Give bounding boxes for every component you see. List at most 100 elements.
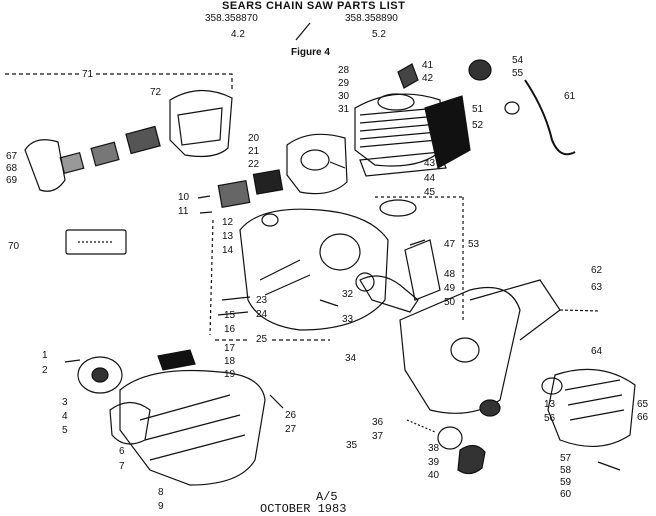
callout-30: 30: [338, 91, 350, 102]
spark-plug: [397, 63, 419, 89]
callout-59: 59: [560, 477, 572, 488]
callout-68: 68: [6, 163, 18, 174]
chain-bar-mount: [469, 279, 561, 341]
document-date: OCTOBER 1983: [260, 502, 347, 516]
callout-2: 2: [42, 365, 48, 376]
cylinder-head: [377, 93, 415, 111]
screw-46: [409, 239, 426, 246]
filter-element-1: [125, 125, 161, 155]
model-left-version: 4.2: [231, 29, 245, 40]
filter-element-2: [90, 141, 120, 167]
callout-25: 25: [256, 334, 268, 345]
starter-housing: [119, 369, 266, 486]
spring-cap: [468, 59, 492, 81]
page-number: A/5: [316, 490, 338, 504]
starter-spring-cover: [109, 401, 151, 445]
carb-cover: [286, 133, 348, 195]
front-handle-guard: [24, 139, 66, 192]
callout-5: 5: [62, 425, 68, 436]
callout-42: 42: [422, 73, 434, 84]
callout-24: 24: [256, 309, 268, 320]
callout-16: 16: [224, 324, 236, 335]
bolt-62: [559, 309, 601, 312]
callout-50: 50: [444, 297, 456, 308]
throttle-cable: [524, 79, 576, 156]
callout-13: 13: [222, 231, 234, 242]
starter-grip: [157, 349, 196, 371]
carb-screen: [217, 180, 251, 208]
callout-63: 63: [591, 282, 603, 293]
callout-23: 23: [256, 295, 268, 306]
muffler: [424, 95, 471, 169]
clutch-drum: [457, 444, 486, 475]
screw-1: [64, 359, 81, 363]
callout-15: 15: [224, 310, 236, 321]
callout-70: 70: [8, 241, 20, 252]
crankshaft: [359, 275, 419, 313]
callout-31: 31: [338, 104, 350, 115]
callout-45: 45: [424, 187, 436, 198]
carb-cover-vent: [300, 149, 330, 171]
flywheel-housing: [547, 368, 636, 448]
callout-58: 58: [560, 465, 572, 476]
callout-10: 10: [178, 192, 190, 203]
callout-48: 48: [444, 269, 456, 280]
callout-3: 3: [62, 397, 68, 408]
callout-44: 44: [424, 173, 436, 184]
main-housing: [239, 208, 389, 331]
callout-67: 67: [6, 151, 18, 162]
callout-8: 8: [158, 487, 164, 498]
callout-20: 20: [248, 133, 260, 144]
decal-plate: [65, 229, 127, 255]
screw-33: [319, 299, 339, 307]
callout-52: 52: [472, 120, 484, 131]
callout-22: 22: [248, 159, 260, 170]
spring-36: [406, 419, 436, 433]
callout-35: 35: [346, 440, 358, 451]
callout-54: 54: [512, 55, 524, 66]
callout-56: 56: [544, 413, 556, 424]
callout-72: 72: [150, 87, 162, 98]
cylinder-gasket: [359, 151, 447, 177]
callout-65: 65: [637, 399, 649, 410]
bearing-seal-56: [541, 377, 563, 395]
pin-15: [217, 311, 249, 316]
right-crankcase: [399, 286, 521, 414]
clutch-washer: [437, 426, 463, 450]
flywheel-fins: [564, 379, 625, 421]
callout-34: 34: [345, 353, 357, 364]
callout-36: 36: [372, 417, 384, 428]
bracket-vertical-left: [209, 219, 214, 336]
callout-51: 51: [472, 104, 484, 115]
callout-53: 53: [468, 239, 480, 250]
callout-33: 33: [342, 314, 354, 325]
callout-14: 14: [222, 245, 234, 256]
parts-list-title: SEARS CHAIN SAW PARTS LIST: [222, 0, 406, 12]
callout-12: 12: [222, 217, 234, 228]
callout-19: 19: [224, 369, 236, 380]
crankcase-bore: [450, 337, 480, 363]
callout-13-right: 13: [544, 399, 556, 410]
callout-41: 41: [422, 60, 434, 71]
callout-32: 32: [342, 289, 354, 300]
bearing-seal-13: [261, 213, 279, 227]
air-filter-cover-inner: [177, 107, 223, 146]
starter-pulley-hub: [91, 367, 109, 383]
screw-11: [199, 211, 213, 214]
piston-ring: [379, 199, 417, 217]
callout-11: 11: [178, 206, 189, 217]
model-right-version: 5.2: [372, 29, 386, 40]
callout-1: 1: [42, 350, 48, 361]
header-slash: [295, 22, 311, 41]
model-right-number: 358.358890: [345, 13, 398, 24]
screw-53: [329, 161, 346, 169]
callout-4: 4: [62, 411, 68, 422]
starter-pulley: [77, 356, 123, 394]
connecting-rod: [404, 239, 441, 301]
callout-71: 71: [82, 69, 94, 80]
callout-61: 61: [564, 91, 576, 102]
callout-64: 64: [591, 346, 603, 357]
starter-housing-vents: [139, 394, 246, 461]
pin-23: [221, 296, 251, 301]
